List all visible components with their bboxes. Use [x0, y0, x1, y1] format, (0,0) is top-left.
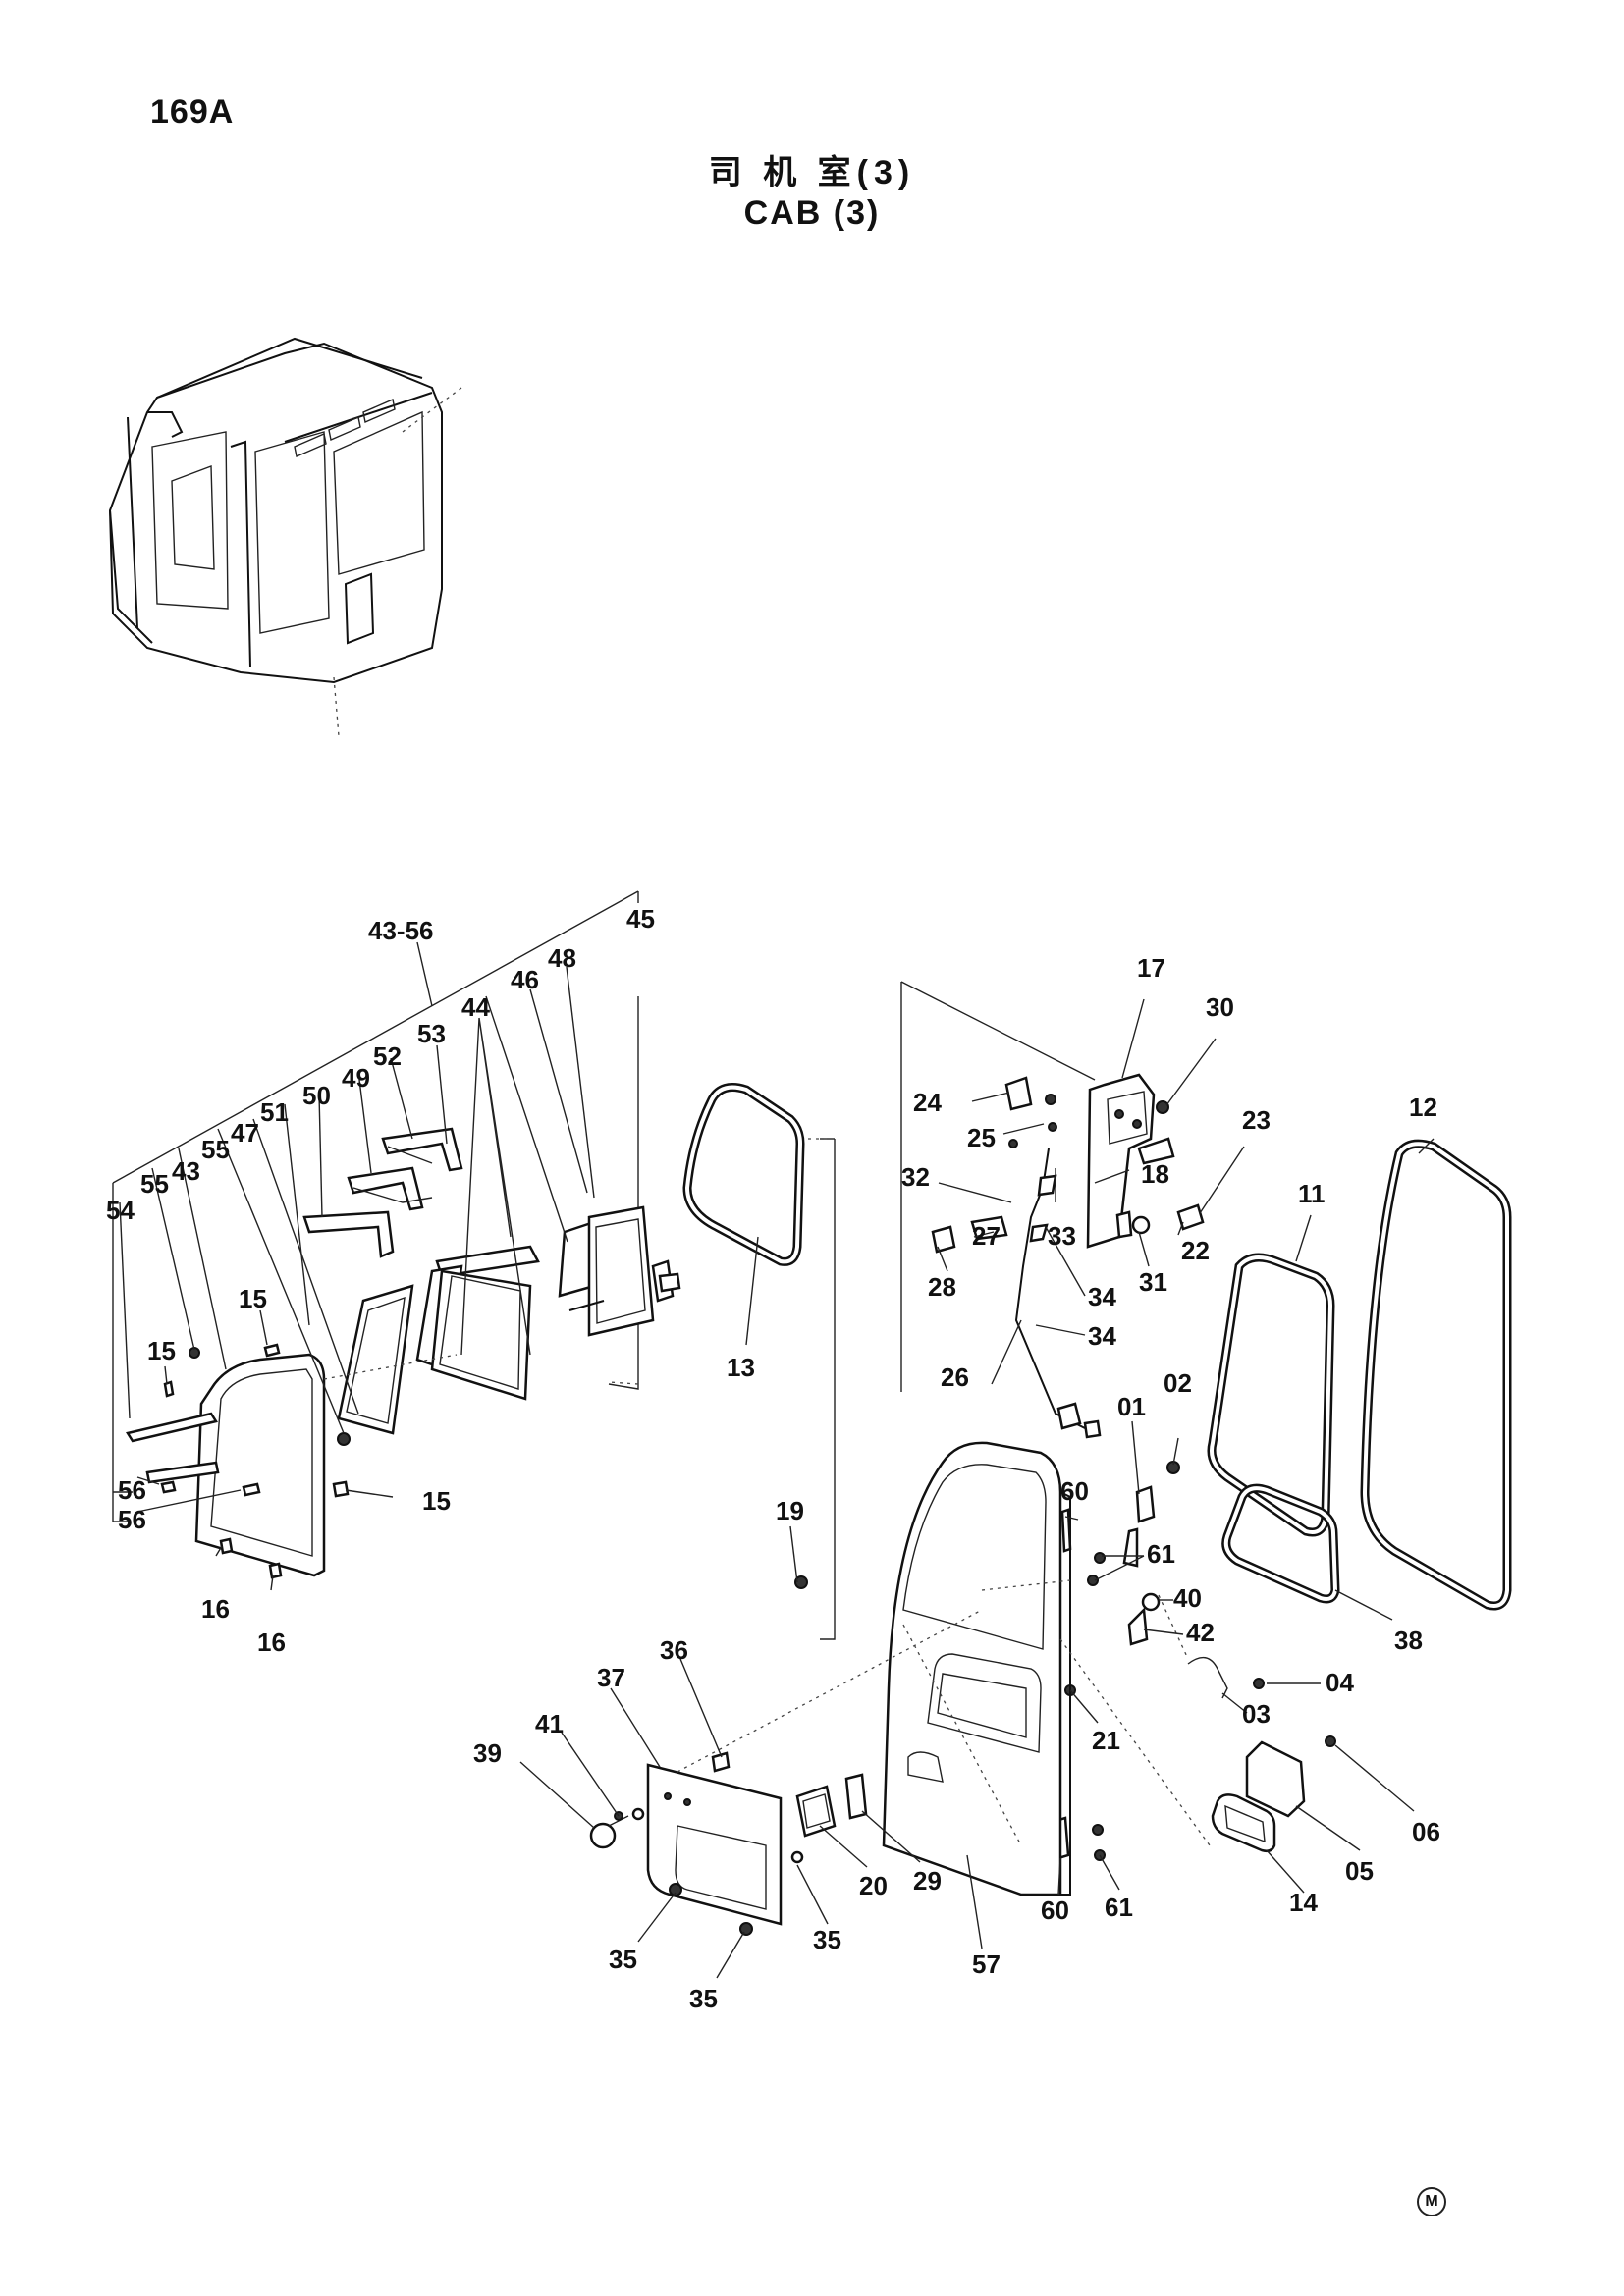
callout-52: 52: [373, 1041, 402, 1071]
callout-35a: 35: [609, 1945, 637, 1974]
callout-56b: 56: [118, 1505, 146, 1534]
callout-15b: 15: [147, 1336, 176, 1365]
callout-28: 28: [928, 1272, 956, 1302]
door-57: [882, 1441, 1071, 1896]
title-english: CAB (3): [743, 194, 881, 232]
callout-31: 31: [1139, 1267, 1167, 1297]
callout-35c: 35: [689, 1984, 718, 2013]
callout-16a: 16: [201, 1594, 230, 1624]
callout-29: 29: [913, 1866, 942, 1896]
callout-20: 20: [859, 1871, 888, 1900]
callout-54: 54: [106, 1196, 135, 1225]
callout-04: 04: [1326, 1668, 1354, 1697]
callout-42: 42: [1186, 1618, 1215, 1647]
callout-15a: 15: [239, 1284, 267, 1313]
rail-54: [126, 1412, 220, 1484]
leader-lines: [119, 941, 1435, 1979]
callout-39: 39: [473, 1738, 502, 1768]
callout-01: 01: [1117, 1392, 1146, 1421]
window-frame-43: [194, 1353, 326, 1577]
callout-23: 23: [1242, 1105, 1271, 1135]
door-lock-17: [1086, 1073, 1175, 1249]
glass-panes: [337, 1205, 655, 1435]
callout-05: 05: [1345, 1856, 1374, 1886]
callout-24: 24: [913, 1088, 942, 1117]
callout-18: 18: [1141, 1159, 1169, 1189]
seal-strips: [302, 1127, 463, 1258]
callout-44: 44: [461, 992, 490, 1022]
callout-12: 12: [1409, 1093, 1437, 1122]
callout-55b: 55: [140, 1169, 169, 1199]
callout-41: 41: [535, 1709, 564, 1738]
door-latch-bracket: [820, 981, 1096, 1640]
callout-15c: 15: [422, 1486, 451, 1516]
callout-40: 40: [1173, 1583, 1202, 1613]
callout-34b: 34: [1088, 1321, 1116, 1351]
callout-22: 22: [1181, 1236, 1210, 1265]
callout-13: 13: [727, 1353, 755, 1382]
door-catch-20-29: [795, 1773, 868, 1838]
callout-19: 19: [776, 1496, 804, 1525]
callout-49: 49: [342, 1063, 370, 1093]
plate-05-14: [1211, 1735, 1336, 1853]
callout-32: 32: [901, 1162, 930, 1192]
gasket-38: [1221, 1483, 1340, 1604]
callout-03: 03: [1242, 1699, 1271, 1729]
callout-60a: 60: [1060, 1476, 1089, 1506]
title-chinese: 司 机 室(3): [708, 154, 916, 191]
page-number: 169A: [150, 93, 235, 131]
callout-11: 11: [1298, 1179, 1326, 1208]
callout-06: 06: [1412, 1817, 1440, 1846]
callout-17: 17: [1137, 953, 1165, 983]
callout-26: 26: [941, 1362, 969, 1392]
callout-30: 30: [1206, 992, 1234, 1022]
callout-43-56: 43-56: [368, 916, 434, 945]
callout-56a: 56: [118, 1475, 146, 1505]
callout-02: 02: [1164, 1368, 1192, 1398]
door-hardware-small: [931, 1076, 1205, 1254]
callout-16b: 16: [257, 1628, 286, 1657]
callout-61a: 61: [1147, 1539, 1175, 1569]
callout-27: 27: [972, 1221, 1001, 1251]
callout-43: 43: [172, 1156, 200, 1186]
callout-47: 47: [231, 1118, 259, 1148]
callout-38: 38: [1394, 1626, 1423, 1655]
door-cable-26: [1014, 1148, 1102, 1439]
callout-57: 57: [972, 1949, 1001, 1979]
callout-35b: 35: [813, 1925, 841, 1954]
callout-34a: 34: [1088, 1282, 1116, 1311]
callout-48: 48: [548, 943, 576, 973]
cover-hardware: [589, 1751, 804, 1936]
callout-46: 46: [511, 965, 539, 994]
callout-33: 33: [1048, 1221, 1076, 1251]
callout-14: 14: [1289, 1888, 1318, 1917]
window-assembly-bracket: [112, 890, 639, 1522]
callout-45: 45: [626, 904, 655, 934]
callout-51: 51: [260, 1097, 289, 1127]
cover-panel-37: [646, 1609, 983, 1926]
callout-21: 21: [1092, 1726, 1120, 1755]
connector-lines: [323, 1138, 1211, 1846]
gasket-13: [682, 1083, 805, 1266]
hinge-bolts: [794, 1461, 1265, 1861]
callout-36: 36: [660, 1635, 688, 1665]
latch-45: [651, 1259, 681, 1303]
callout-60b: 60: [1041, 1896, 1069, 1925]
callout-50: 50: [302, 1081, 331, 1110]
callout-37: 37: [597, 1663, 625, 1692]
callout-55a: 55: [201, 1135, 230, 1164]
callout-labels: 43-56 45 48 46 44 53 52 49 50 51 47 55 4…: [106, 904, 1440, 2013]
gasket-12: [1360, 1139, 1512, 1611]
cab-overview-illustration: [108, 337, 462, 737]
callout-53: 53: [417, 1019, 446, 1048]
m-mark-symbol: M: [1417, 2187, 1446, 2216]
callout-25: 25: [967, 1123, 996, 1152]
callout-61b: 61: [1105, 1893, 1133, 1922]
